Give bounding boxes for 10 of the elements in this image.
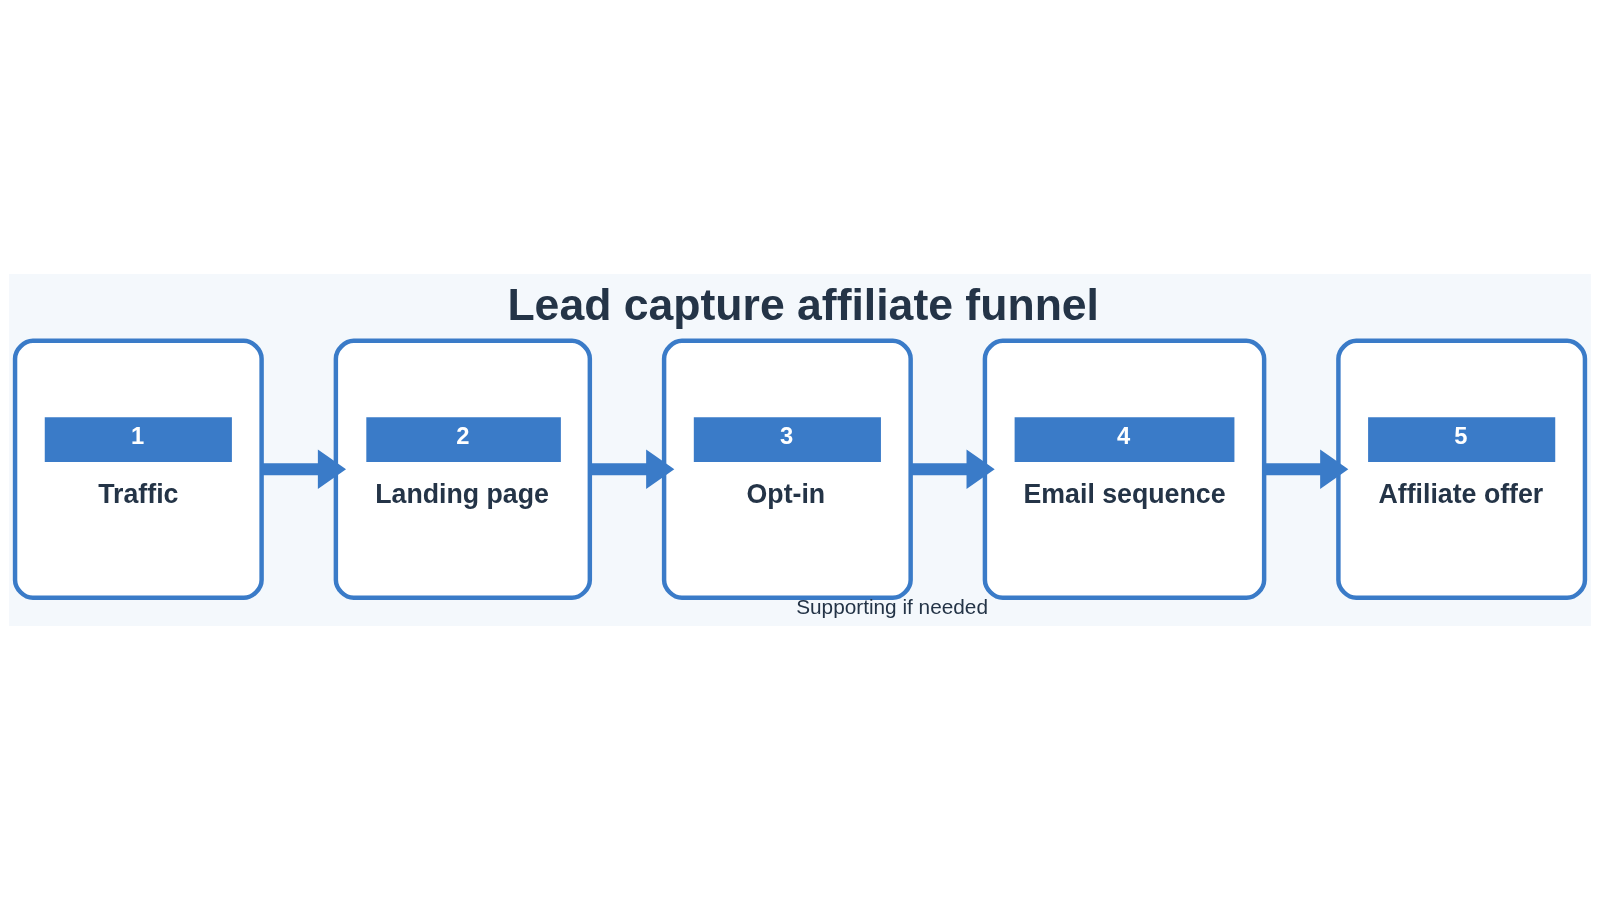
arrow [590, 449, 675, 490]
arrow [910, 449, 995, 490]
node-box: 3 Opt-in [661, 338, 913, 600]
node-box: 4 Email sequence [982, 338, 1267, 600]
node-box: 2 Landing page [333, 338, 593, 600]
node-box: 5 Affiliate offer [1336, 338, 1588, 600]
arrow [261, 449, 347, 490]
diagram-title: Lead capture affiliate funnel [507, 280, 1100, 330]
node-box: 1 Traffic [12, 338, 264, 600]
arrow [1264, 449, 1349, 490]
